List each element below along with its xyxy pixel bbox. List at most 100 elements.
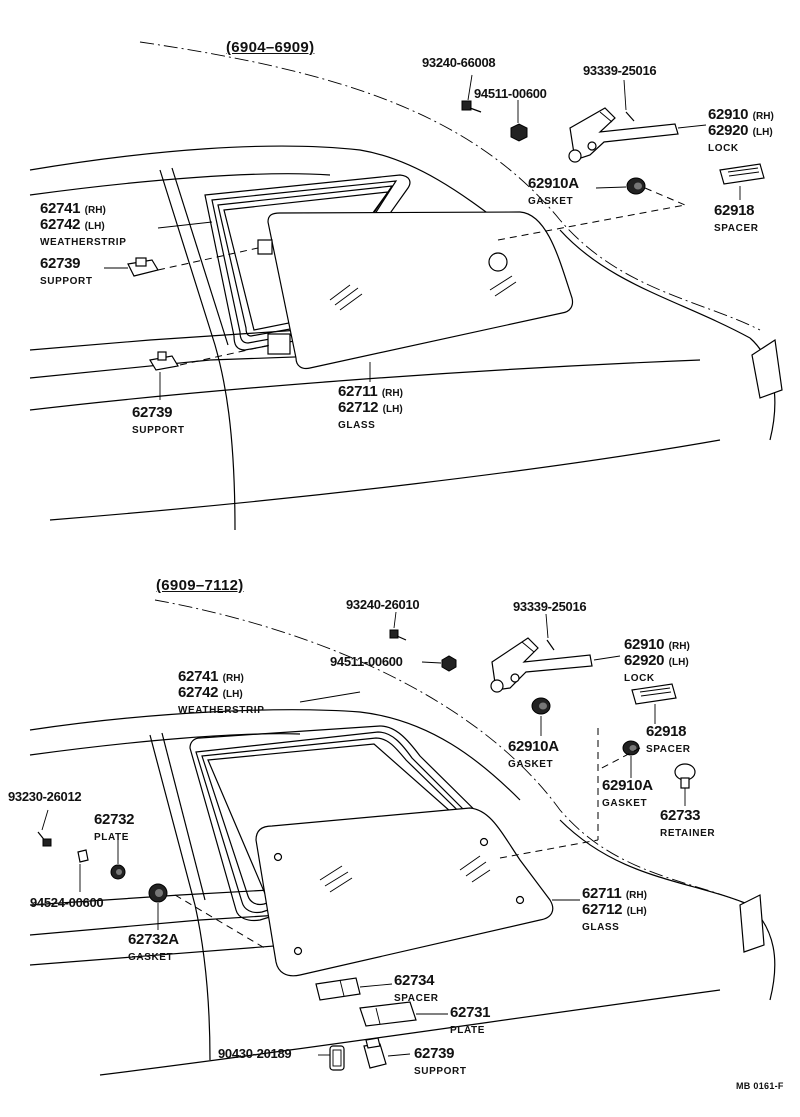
support-description: SUPPORT xyxy=(414,1066,467,1077)
gasket-b-number: 62910A xyxy=(602,777,653,794)
lock-rh-number: 62910 xyxy=(624,636,665,653)
lh-tag: (LH) xyxy=(626,906,647,917)
gasket-b-label-b: 62910A GASKET xyxy=(602,778,653,810)
spacer-b-label: 62734 SPACER xyxy=(394,973,439,1005)
rh-tag: (RH) xyxy=(222,673,244,684)
part-number-screw-b: 93339-25016 xyxy=(513,599,587,614)
top-nut-icon xyxy=(510,123,528,142)
weatherstrip-description: WEATHERSTRIP xyxy=(40,237,127,248)
spacer-label-b: 62918 SPACER xyxy=(646,724,691,756)
part-number-screw: 93339-25016 xyxy=(583,63,657,78)
rh-tag: (RH) xyxy=(381,388,403,399)
lh-tag: (LH) xyxy=(752,127,773,138)
support-label-b: 62739 SUPPORT xyxy=(414,1046,467,1078)
retainer-number: 62733 xyxy=(660,807,701,824)
glass-description: GLASS xyxy=(582,922,620,933)
plate-a-description: PLATE xyxy=(94,832,130,843)
bottom-leaders xyxy=(41,611,686,1057)
lh-tag: (LH) xyxy=(84,221,105,232)
top-glass-panel xyxy=(257,211,574,370)
support-number: 62739 xyxy=(414,1045,455,1062)
lock-label: 62910 (RH) 62920 (LH) LOCK xyxy=(708,107,774,155)
weatherstrip-rh-number: 62741 xyxy=(178,668,219,685)
top-spacer-icon xyxy=(719,163,765,185)
plate-a-number: 62732 xyxy=(94,811,135,828)
gasket-number: 62910A xyxy=(528,175,579,192)
bottom-nut-94524-icon xyxy=(77,849,89,863)
glass-label: 62711 (RH) 62712 (LH) GLASS xyxy=(338,384,403,432)
lock-lh-number: 62920 xyxy=(624,652,665,669)
retainer-label: 62733 RETAINER xyxy=(660,808,715,840)
gasket-b-description: GASKET xyxy=(602,798,648,809)
lock-description: LOCK xyxy=(624,673,655,684)
support-a-label: 62739 SUPPORT xyxy=(40,256,93,288)
bottom-car-body xyxy=(29,599,776,1076)
support-b-label: 62739 SUPPORT xyxy=(132,405,185,437)
bottom-small-parts xyxy=(37,629,696,1071)
gasket-c-description: GASKET xyxy=(128,952,174,963)
top-support-a-icon xyxy=(127,257,159,277)
glass-lh-number: 62712 xyxy=(582,901,623,918)
spacer-label: 62918 SPACER xyxy=(714,203,759,235)
lock-label-b: 62910 (RH) 62920 (LH) LOCK xyxy=(624,637,690,685)
gasket-c-label: 62732A GASKET xyxy=(128,932,179,964)
bottom-nut-icon xyxy=(441,655,457,672)
retainer-description: RETAINER xyxy=(660,828,716,839)
support-b-number: 62739 xyxy=(132,404,173,421)
gasket-c-number: 62732A xyxy=(128,931,179,948)
bottom-gasket-c-icon xyxy=(148,883,168,903)
bottom-plate-b-icon xyxy=(359,1001,417,1027)
rh-tag: (RH) xyxy=(84,205,106,216)
top-gasket-icon xyxy=(626,177,646,195)
bottom-plate-a-icon xyxy=(110,864,126,880)
part-number-bolt-b: 93240-26010 xyxy=(346,597,420,612)
plate-b-number: 62731 xyxy=(450,1004,491,1021)
part-number-nut-94524: 94524-00600 xyxy=(30,895,104,910)
gasket-description: GASKET xyxy=(528,196,574,207)
section-2-range-heading: (6909–7112) xyxy=(156,577,244,594)
glass-rh-number: 62711 xyxy=(338,383,378,400)
lock-rh-number: 62910 xyxy=(708,106,749,123)
gasket-a-description: GASKET xyxy=(508,759,554,770)
rh-tag: (RH) xyxy=(752,111,774,122)
spacer-b-number: 62734 xyxy=(394,972,435,989)
bottom-lock-icon xyxy=(490,637,593,693)
weatherstrip-lh-number: 62742 xyxy=(178,684,219,701)
part-number-clip: 90430-20189 xyxy=(218,1046,292,1061)
bottom-screw-icon xyxy=(546,639,555,651)
top-lock-icon xyxy=(568,107,679,163)
gasket-label: 62910A GASKET xyxy=(528,176,579,208)
bottom-support-icon xyxy=(363,1037,387,1069)
plate-b-description: PLATE xyxy=(450,1025,486,1036)
spacer-description: SPACER xyxy=(714,223,759,234)
rh-tag: (RH) xyxy=(625,890,647,901)
spacer-number: 62918 xyxy=(646,723,687,740)
bottom-clip-icon xyxy=(329,1045,345,1071)
bottom-retainer-icon xyxy=(674,763,696,789)
lock-description: LOCK xyxy=(708,143,739,154)
top-screw-icon xyxy=(625,111,635,122)
spacer-b-description: SPACER xyxy=(394,993,439,1004)
bottom-bolt-93230-icon xyxy=(37,831,52,847)
bottom-spacer-icon xyxy=(631,683,677,705)
top-leaders xyxy=(104,74,741,400)
spacer-description: SPACER xyxy=(646,744,691,755)
footer-reference: MB 0161-F xyxy=(736,1081,784,1091)
rh-tag: (RH) xyxy=(668,641,690,652)
weatherstrip-description: WEATHERSTRIP xyxy=(178,705,265,716)
support-a-description: SUPPORT xyxy=(40,276,93,287)
support-b-description: SUPPORT xyxy=(132,425,185,436)
top-support-b-icon xyxy=(149,351,179,371)
bottom-spacer-b-icon xyxy=(315,977,361,1001)
glass-label-b: 62711 (RH) 62712 (LH) GLASS xyxy=(582,886,647,934)
glass-lh-number: 62712 xyxy=(338,399,379,416)
part-number-nut-b: 94511-00600 xyxy=(330,654,403,669)
part-number-bolt-93230: 93230-26012 xyxy=(8,789,82,804)
top-bolt-icon xyxy=(461,100,482,113)
bottom-gasket-b-icon xyxy=(622,740,640,756)
gasket-a-number: 62910A xyxy=(508,738,559,755)
lock-lh-number: 62920 xyxy=(708,122,749,139)
bottom-gasket-a-icon xyxy=(531,697,551,715)
